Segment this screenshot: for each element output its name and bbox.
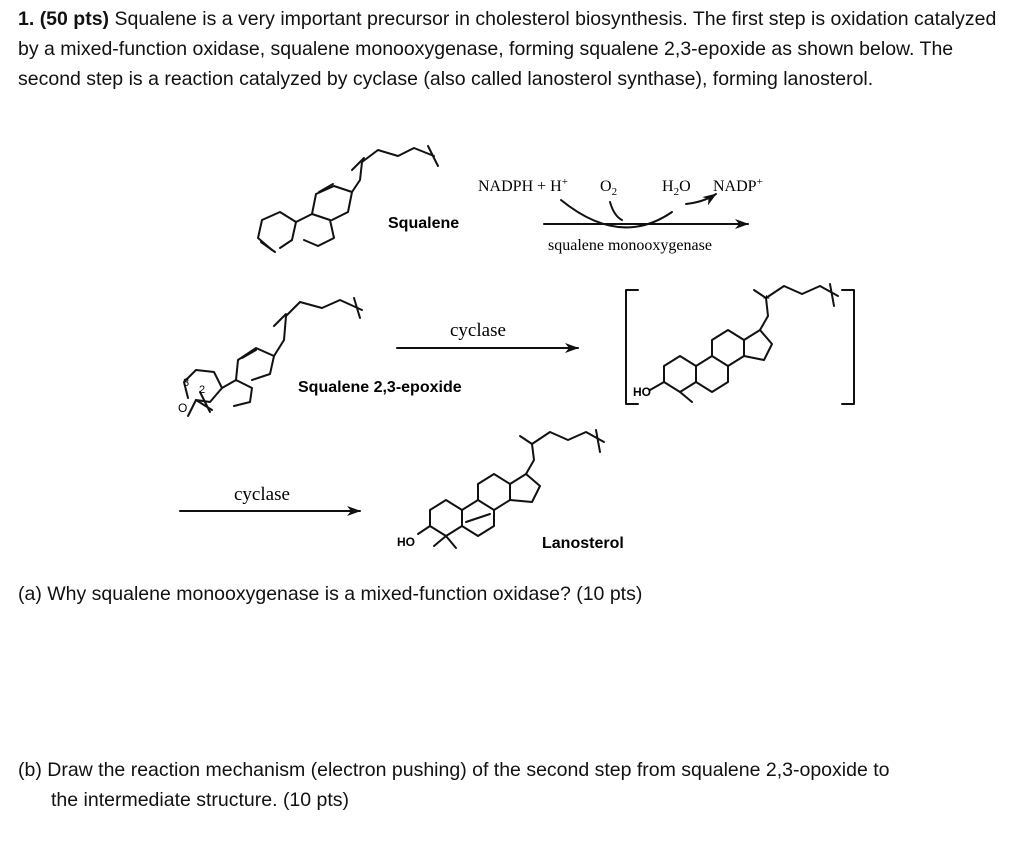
curved-arrow-o2 <box>609 201 623 221</box>
question-points: (50 pts) <box>39 8 110 30</box>
question-part-b-line1: (b) Draw the reaction mechanism (electro… <box>18 759 890 781</box>
question-part-b: (b) Draw the reaction mechanism (electro… <box>18 755 1008 815</box>
question-text: Squalene is a very important precursor i… <box>18 8 997 90</box>
squalene-label: Squalene <box>388 215 459 232</box>
carbon-number-2: 2 <box>199 384 205 396</box>
curved-arrow-in <box>560 199 673 229</box>
cyclase-label-1: cyclase <box>450 320 506 341</box>
epoxide-label: Squalene 2,3-epoxide <box>298 379 462 396</box>
cation-intermediate-structure <box>625 283 855 405</box>
question-number: 1. <box>18 8 35 30</box>
product-nadp: NADP+ <box>713 176 763 195</box>
product-h2o: H2O <box>662 178 691 198</box>
question-intro: 1. (50 pts) Squalene is a very important… <box>18 4 1008 94</box>
lanosterol-structure <box>417 429 605 549</box>
reagent-o2: O2 <box>600 178 617 198</box>
curved-arrow-out <box>685 193 717 206</box>
reagent-nadph: NADPH + H+ <box>478 176 568 195</box>
epoxide-oxygen: O <box>178 401 187 415</box>
lanosterol-label: Lanosterol <box>542 535 624 552</box>
question-part-b-line2: the intermediate structure. (10 pts) <box>51 789 350 811</box>
intermediate-ho: HO <box>633 385 651 399</box>
carbon-number-3: 3 <box>183 377 189 389</box>
reaction-scheme: Squalene NADPH + H+ O2 H2O NADP+ squalen… <box>178 145 855 552</box>
cyclase-label-2: cyclase <box>234 484 290 505</box>
squalene-structure <box>257 145 439 253</box>
question-part-a: (a) Why squalene monooxygenase is a mixe… <box>18 583 643 605</box>
lanosterol-ho: HO <box>397 535 415 549</box>
cation-charge: + <box>763 291 770 305</box>
enzyme-label: squalene monooxygenase <box>548 237 712 254</box>
epoxide-structure <box>183 297 363 417</box>
